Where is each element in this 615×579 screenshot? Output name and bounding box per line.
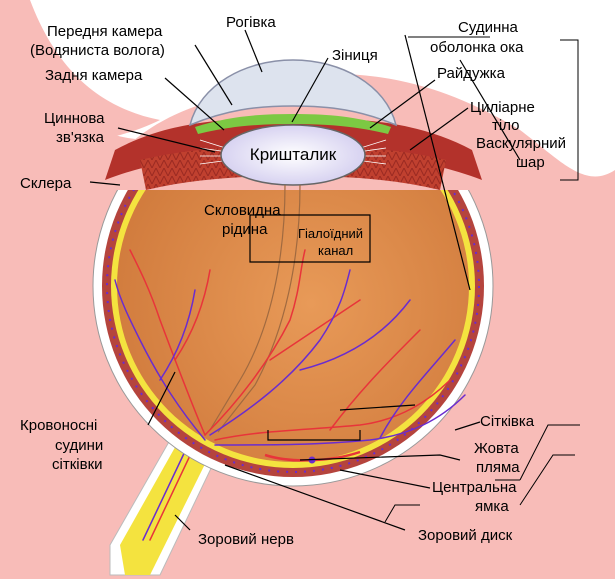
label-ciliary-2: тіло	[492, 117, 519, 134]
vitreous-body	[117, 110, 469, 462]
label-retinal-vessels-1: Кровоносні	[20, 417, 97, 434]
label-ciliary-1: Циліарне	[470, 99, 535, 116]
label-sclera: Склера	[20, 175, 72, 192]
label-pupil: Зіниця	[332, 47, 378, 64]
iris-shape	[195, 114, 391, 134]
label-zonule-2: зв'язка	[56, 129, 105, 146]
background-tissue-upper	[0, 0, 160, 150]
central-retinal-vein	[142, 444, 189, 541]
label-optic-disc: Зоровий диск	[418, 527, 513, 544]
bracket-lines	[384, 36, 580, 523]
cornea-shape	[188, 59, 398, 127]
label-retina: Сітківка	[480, 413, 535, 430]
label-cornea: Рогівка	[226, 14, 276, 31]
label-vitreous-2: рідина	[222, 221, 268, 238]
label-fovea-1: Центральна	[432, 479, 517, 496]
label-lens: Кришталик	[250, 145, 337, 164]
label-choroid-1: Судинна	[458, 19, 519, 36]
choroid-dots	[106, 99, 480, 473]
central-retinal-artery	[149, 444, 196, 541]
label-zonule-1: Циннова	[44, 110, 105, 127]
label-vascular-2: шар	[516, 154, 545, 171]
label-retinal-vessels-3: сітківки	[52, 456, 103, 473]
label-macula-1: Жовта	[474, 440, 519, 457]
optic-nerve-body	[120, 440, 207, 575]
label-hyaloid-1: Гіалоїдний	[298, 226, 363, 241]
label-vascular-1: Васкулярний	[476, 135, 566, 152]
label-retinal-vessels-2: судини	[55, 437, 103, 454]
label-posterior-chamber: Задня камера	[45, 67, 143, 84]
label-hyaloid-2: канал	[318, 243, 353, 258]
label-choroid-2: оболонка ока	[430, 39, 524, 56]
label-iris: Райдужка	[437, 65, 506, 82]
label-optic-nerve: Зоровий нерв	[198, 531, 294, 548]
retinal-vessels	[114, 249, 466, 446]
label-vitreous-1: Скловидна	[204, 202, 281, 219]
label-anterior-chamber: Передня камера	[47, 23, 163, 40]
label-fovea-2: ямка	[475, 498, 509, 515]
label-aqueous-humour: (Водяниста волога)	[30, 42, 165, 59]
leader-lines	[89, 29, 521, 531]
lens-shape	[220, 124, 366, 186]
label-macula-2: пляма	[476, 459, 520, 476]
